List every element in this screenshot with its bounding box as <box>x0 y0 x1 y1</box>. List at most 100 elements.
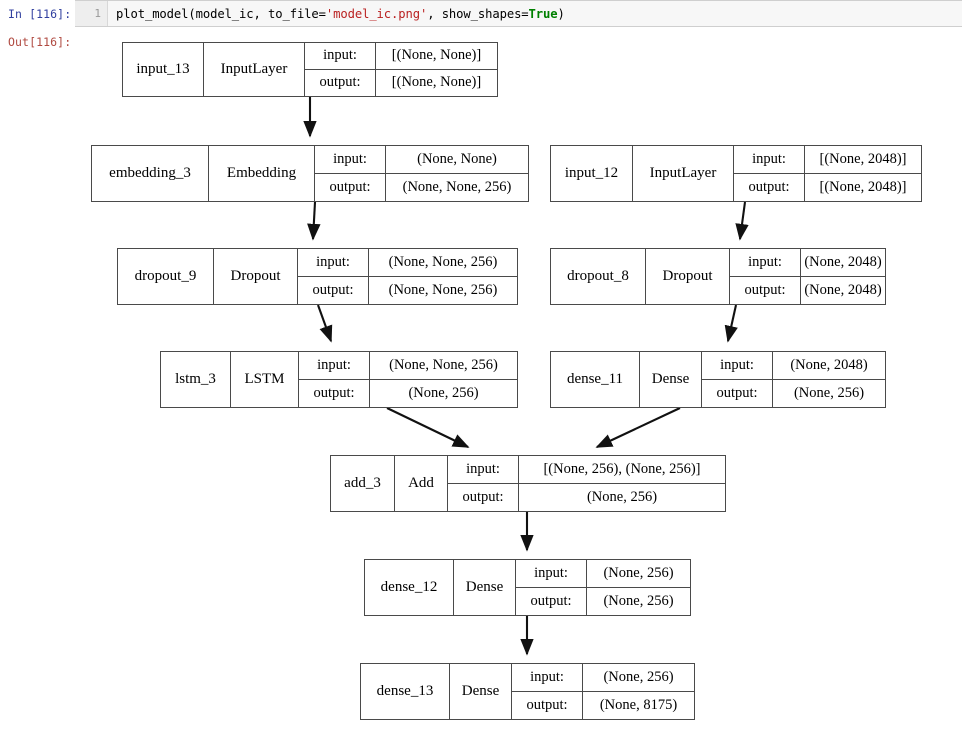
io-shape-column: (None, None, 256) (None, 256) <box>370 352 517 407</box>
io-label-column: input: output: <box>299 352 370 407</box>
layer-type-cell: Embedding <box>209 146 315 201</box>
output-shape: (None, 2048) <box>804 281 882 298</box>
layer-node-add_3[interactable]: add_3 Add input: output: [(None, 256), (… <box>330 455 726 512</box>
code-line-number: 1 <box>75 1 108 26</box>
io-output-label: output: <box>329 178 371 195</box>
layer-type-cell: LSTM <box>231 352 299 407</box>
layer-type-cell: Dropout <box>214 249 298 304</box>
io-output-label: output: <box>319 74 361 91</box>
input-shape: (None, None, 256) <box>370 352 517 380</box>
io-shape-column: (None, None) (None, None, 256) <box>386 146 528 201</box>
edge-embedding3-dropout9 <box>307 201 321 241</box>
io-output-label: output: <box>462 488 504 505</box>
io-output-label: output: <box>312 281 354 298</box>
layer-type: Dense <box>651 371 690 387</box>
code-token-string: 'model_ic.png' <box>325 7 428 21</box>
layer-node-dense_11[interactable]: dense_11 Dense input: output: (None, 204… <box>550 351 886 408</box>
edge-dropout8-dense11 <box>724 304 738 343</box>
output-prompt-label: Out[116]: <box>8 35 72 49</box>
layer-node-dropout_9[interactable]: dropout_9 Dropout input: output: (None, … <box>117 248 518 305</box>
io-input-label: input: <box>516 560 586 588</box>
io-output-label: output: <box>744 281 786 298</box>
io-label-column: input: output: <box>512 664 583 719</box>
io-input-label: input: <box>315 146 385 174</box>
layer-name-cell: embedding_3 <box>92 146 209 201</box>
io-label-column: input: output: <box>315 146 386 201</box>
io-output-label: output: <box>313 384 355 401</box>
layer-name: dense_11 <box>566 371 624 387</box>
layer-name: add_3 <box>344 475 381 491</box>
layer-node-embedding_3[interactable]: embedding_3 Embedding input: output: (No… <box>91 145 529 202</box>
input-shape: (None, 256) <box>587 560 690 588</box>
io-shape-column: (None, 256) (None, 256) <box>587 560 690 615</box>
edge-lstm3-add3 <box>386 407 470 448</box>
code-token-keyword: True <box>528 7 558 21</box>
layer-type: InputLayer <box>220 61 288 77</box>
io-label-column: input: output: <box>448 456 519 511</box>
layer-type: Dense <box>465 579 504 595</box>
io-shape-column: (None, 256) (None, 8175) <box>583 664 694 719</box>
layer-name: dense_13 <box>376 683 434 699</box>
io-input-label: input: <box>734 146 804 174</box>
io-input-label: input: <box>305 43 375 70</box>
input-shape: [(None, 256), (None, 256)] <box>519 456 725 484</box>
layer-type-cell: Dense <box>450 664 512 719</box>
output-shape: (None, 256) <box>793 384 865 401</box>
layer-node-input_12[interactable]: input_12 InputLayer input: output: [(Non… <box>550 145 922 202</box>
output-shape: [(None, None)] <box>391 74 482 91</box>
layer-name-cell: dropout_8 <box>551 249 646 304</box>
layer-name-cell: lstm_3 <box>161 352 231 407</box>
input-shape: (None, 2048) <box>773 352 885 380</box>
layer-name: input_12 <box>564 165 619 181</box>
layer-name: dropout_9 <box>134 268 197 284</box>
io-input-label: input: <box>702 352 772 380</box>
input-shape: (None, 2048) <box>801 249 885 277</box>
output-shape: [(None, 2048)] <box>819 178 907 195</box>
io-label-column: input: output: <box>298 249 369 304</box>
edge-input12-dropout8 <box>735 201 749 241</box>
output-shape: (None, None, 256) <box>402 178 512 195</box>
layer-type-cell: InputLayer <box>633 146 734 201</box>
layer-type: Add <box>408 475 434 491</box>
layer-node-lstm_3[interactable]: lstm_3 LSTM input: output: (None, None, … <box>160 351 518 408</box>
output-shape: (None, 8175) <box>599 696 678 713</box>
layer-node-dense_12[interactable]: dense_12 Dense input: output: (None, 256… <box>364 559 691 616</box>
code-editor[interactable]: 1 plot_model(model_ic, to_file='model_ic… <box>75 0 962 27</box>
layer-name-cell: dropout_9 <box>118 249 214 304</box>
io-output-label: output: <box>716 384 758 401</box>
layer-name-cell: dense_11 <box>551 352 640 407</box>
io-label-column: input: output: <box>702 352 773 407</box>
layer-node-input_13[interactable]: input_13 InputLayer input: output: [(Non… <box>122 42 498 97</box>
layer-type-cell: InputLayer <box>204 43 305 96</box>
io-input-label: input: <box>512 664 582 692</box>
io-output-label: output: <box>530 592 572 609</box>
io-output-label: output: <box>526 696 568 713</box>
notebook-cell: In [116]: 1 plot_model(model_ic, to_file… <box>0 0 962 49</box>
layer-name-cell: dense_13 <box>361 664 450 719</box>
layer-name: input_13 <box>136 61 190 77</box>
output-shape: (None, 256) <box>603 592 674 609</box>
output-shape: (None, None, 256) <box>388 281 498 298</box>
layer-name-cell: input_12 <box>551 146 633 201</box>
io-input-label: input: <box>298 249 368 277</box>
io-label-column: input: output: <box>305 43 376 96</box>
output-shape: (None, 256) <box>586 488 658 505</box>
edge-dropout9-lstm3 <box>317 304 333 343</box>
io-input-label: input: <box>730 249 800 277</box>
layer-name: lstm_3 <box>175 371 216 387</box>
code-source-line[interactable]: plot_model(model_ic, to_file='model_ic.p… <box>116 7 565 21</box>
layer-type-cell: Add <box>395 456 448 511</box>
input-shape: [(None, 2048)] <box>805 146 921 174</box>
layer-node-dense_13[interactable]: dense_13 Dense input: output: (None, 256… <box>360 663 695 720</box>
io-label-column: input: output: <box>730 249 801 304</box>
layer-node-dropout_8[interactable]: dropout_8 Dropout input: output: (None, … <box>550 248 886 305</box>
io-output-label: output: <box>748 178 790 195</box>
input-shape: (None, None) <box>386 146 528 174</box>
layer-name-cell: input_13 <box>123 43 204 96</box>
layer-name-cell: add_3 <box>331 456 395 511</box>
output-shape: (None, 256) <box>408 384 479 401</box>
layer-type: Embedding <box>226 165 297 181</box>
layer-type-cell: Dropout <box>646 249 730 304</box>
layer-name: embedding_3 <box>109 165 191 181</box>
layer-type: Dropout <box>662 268 713 284</box>
